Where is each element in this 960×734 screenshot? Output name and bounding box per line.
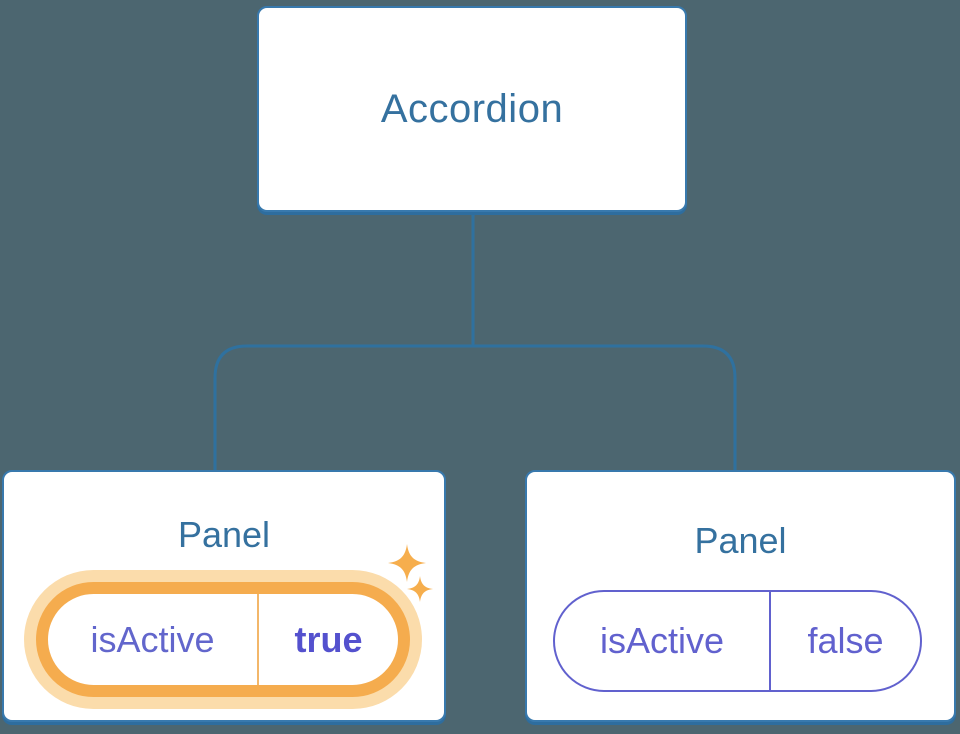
panel-title: Panel: [177, 514, 271, 555]
state-value-label: true: [294, 618, 363, 660]
panel-title: Panel: [694, 520, 787, 561]
state-pill-inactive: isActive false: [553, 590, 922, 692]
sparkle-icon-large: [388, 544, 426, 582]
panel-node-active: Panel isActive true: [2, 470, 446, 722]
panel-node-inactive: Panel isActive false: [525, 470, 956, 722]
sparkle-icon-small: [407, 576, 433, 602]
pill-divider: [769, 592, 771, 690]
accordion-node-label: Accordion: [380, 86, 564, 131]
connector-branch: [213, 344, 737, 470]
state-key-label: isActive: [90, 618, 215, 660]
pill-divider: [257, 594, 259, 685]
state-key-label: isActive: [599, 620, 725, 661]
accordion-node: Accordion: [257, 6, 687, 212]
state-pill-active: isActive true: [36, 582, 410, 697]
state-value-label: false: [807, 620, 884, 661]
